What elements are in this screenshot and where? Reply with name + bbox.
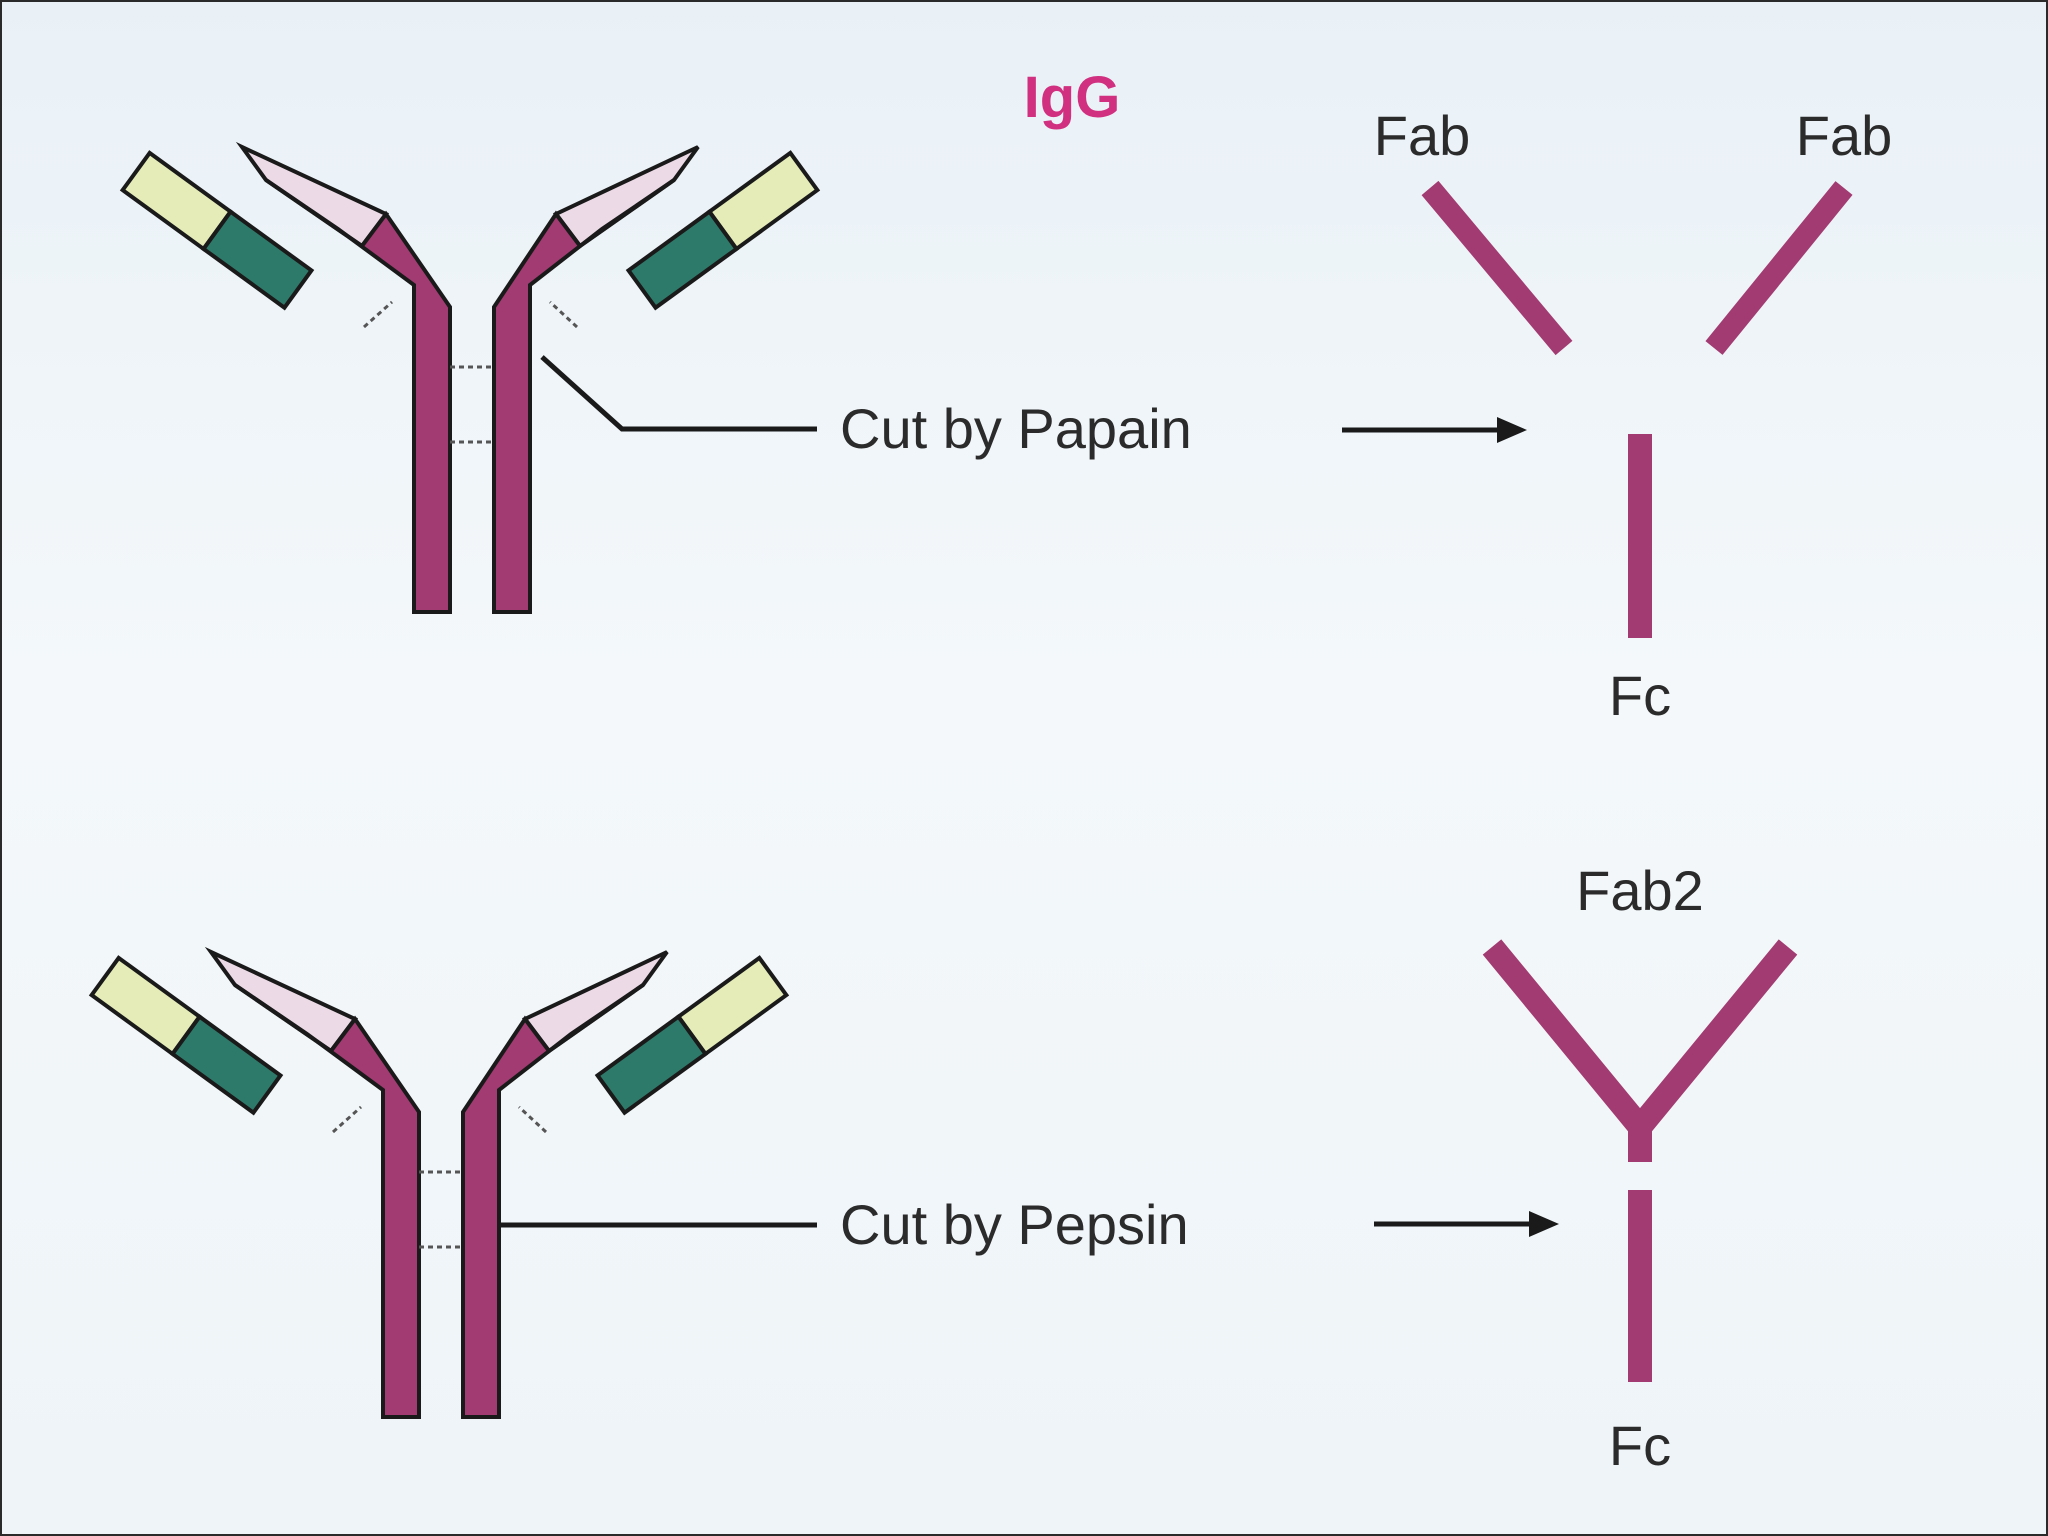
heavy-chain-left — [264, 178, 452, 614]
heavy-chain-left-variable — [204, 946, 359, 1054]
fab2-label: Fab2 — [1576, 859, 1704, 922]
papain-cut-label: Cut by Papain — [840, 397, 1192, 460]
fc-label-bottom: Fc — [1609, 1414, 1671, 1477]
igg-antibody-pepsin — [88, 946, 817, 1419]
igg-antibody-papain — [119, 141, 821, 614]
fab-label-left: Fab — [1374, 104, 1471, 167]
pepsin-arrow — [1374, 1211, 1559, 1237]
fab2-fragment — [1482, 939, 1798, 1146]
light-chain-left — [119, 150, 315, 311]
fab-fragment-left — [1421, 180, 1573, 356]
disulfide-bonds-top — [363, 300, 579, 444]
fab-label-right: Fab — [1796, 104, 1893, 167]
light-chain-right — [594, 955, 790, 1116]
papain-fragments — [1421, 180, 1853, 638]
heavy-chain-right — [492, 178, 676, 614]
heavy-chain-right — [461, 983, 645, 1419]
heavy-chain-right-variable — [552, 145, 700, 249]
pepsin-fragments — [1482, 939, 1798, 1382]
pepsin-cut-label: Cut by Pepsin — [840, 1193, 1189, 1256]
disulfide-bonds-bottom — [332, 1105, 548, 1249]
diagram-title: IgG — [1024, 65, 1121, 130]
papain-arrow — [1342, 417, 1527, 443]
fc-label-top: Fc — [1609, 664, 1671, 727]
light-chain-right — [625, 150, 821, 311]
heavy-chain-right-variable — [521, 950, 669, 1054]
heavy-chain-left-variable — [235, 141, 390, 249]
papain-cut-pointer — [540, 355, 817, 432]
light-chain-left — [88, 955, 284, 1116]
heavy-chain-left — [233, 983, 421, 1419]
fab-fragment-right — [1705, 181, 1853, 355]
